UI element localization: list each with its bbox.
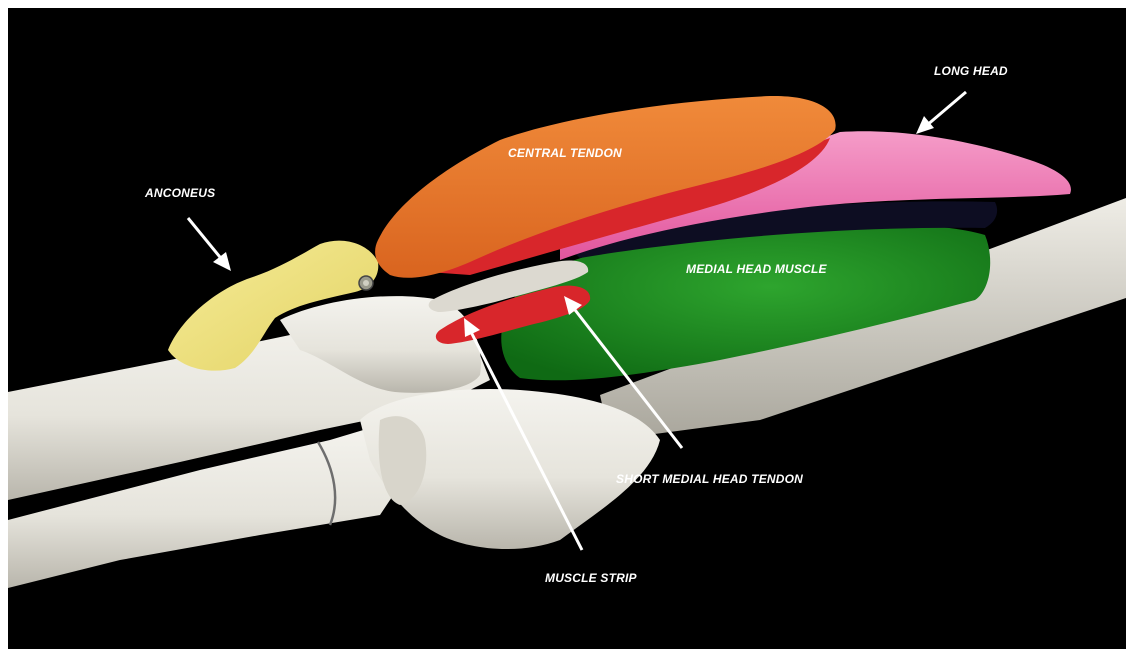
label-medial-head-muscle: MEDIAL HEAD MUSCLE	[686, 262, 827, 276]
label-anconeus: ANCONEUS	[145, 186, 215, 200]
label-long-head: LONG HEAD	[934, 64, 1008, 78]
label-central-tendon: CENTRAL TENDON	[508, 146, 622, 160]
label-short-medial-head-tendon: SHORT MEDIAL HEAD TENDON	[616, 472, 803, 486]
label-muscle-strip: MUSCLE STRIP	[545, 571, 637, 585]
